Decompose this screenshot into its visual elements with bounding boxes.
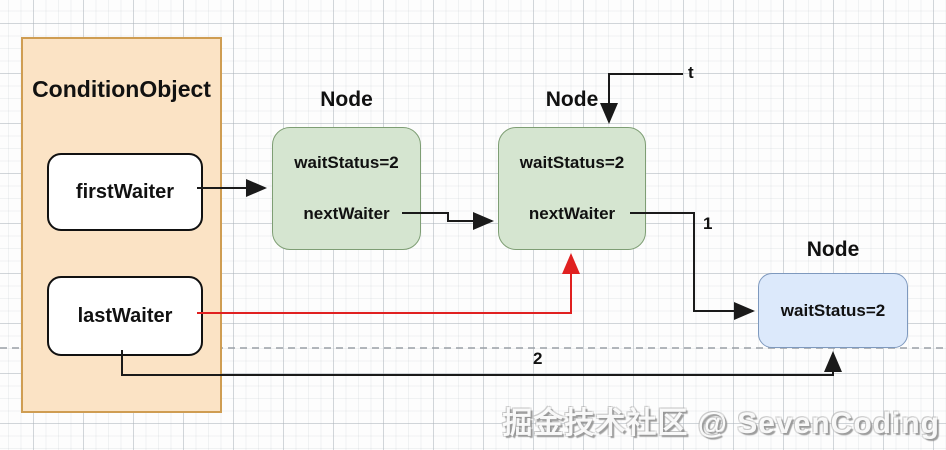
node3-title: Node xyxy=(806,238,860,261)
node3-box: waitStatus=2 xyxy=(758,273,908,348)
node1-nextwaiter: nextWaiter xyxy=(303,204,390,223)
node2-box: waitStatus=2 nextWaiter xyxy=(498,127,646,250)
condition-object-title: ConditionObject xyxy=(32,76,211,102)
node1-box: waitStatus=2 nextWaiter xyxy=(272,127,421,250)
node1-title: Node xyxy=(320,88,373,111)
condition-object-box: ConditionObject firstWaiter lastWaiter xyxy=(21,37,222,413)
last-waiter-box: lastWaiter xyxy=(47,276,203,356)
node3-waitstatus: waitStatus=2 xyxy=(780,300,886,320)
node1-waitstatus: waitStatus=2 xyxy=(294,153,399,172)
thread-t-label: t xyxy=(688,63,694,82)
watermark-text: 掘金技术社区 @ SevenCoding xyxy=(502,407,940,440)
node2-title: Node xyxy=(545,88,599,111)
last-waiter-label: lastWaiter xyxy=(77,304,173,327)
first-waiter-box: firstWaiter xyxy=(47,153,203,231)
first-waiter-label: firstWaiter xyxy=(75,180,175,203)
step-1-label: 1 xyxy=(703,214,713,233)
step-2-label: 2 xyxy=(533,349,543,368)
node2-waitstatus: waitStatus=2 xyxy=(519,153,625,172)
node2-nextwaiter: nextWaiter xyxy=(528,204,616,223)
